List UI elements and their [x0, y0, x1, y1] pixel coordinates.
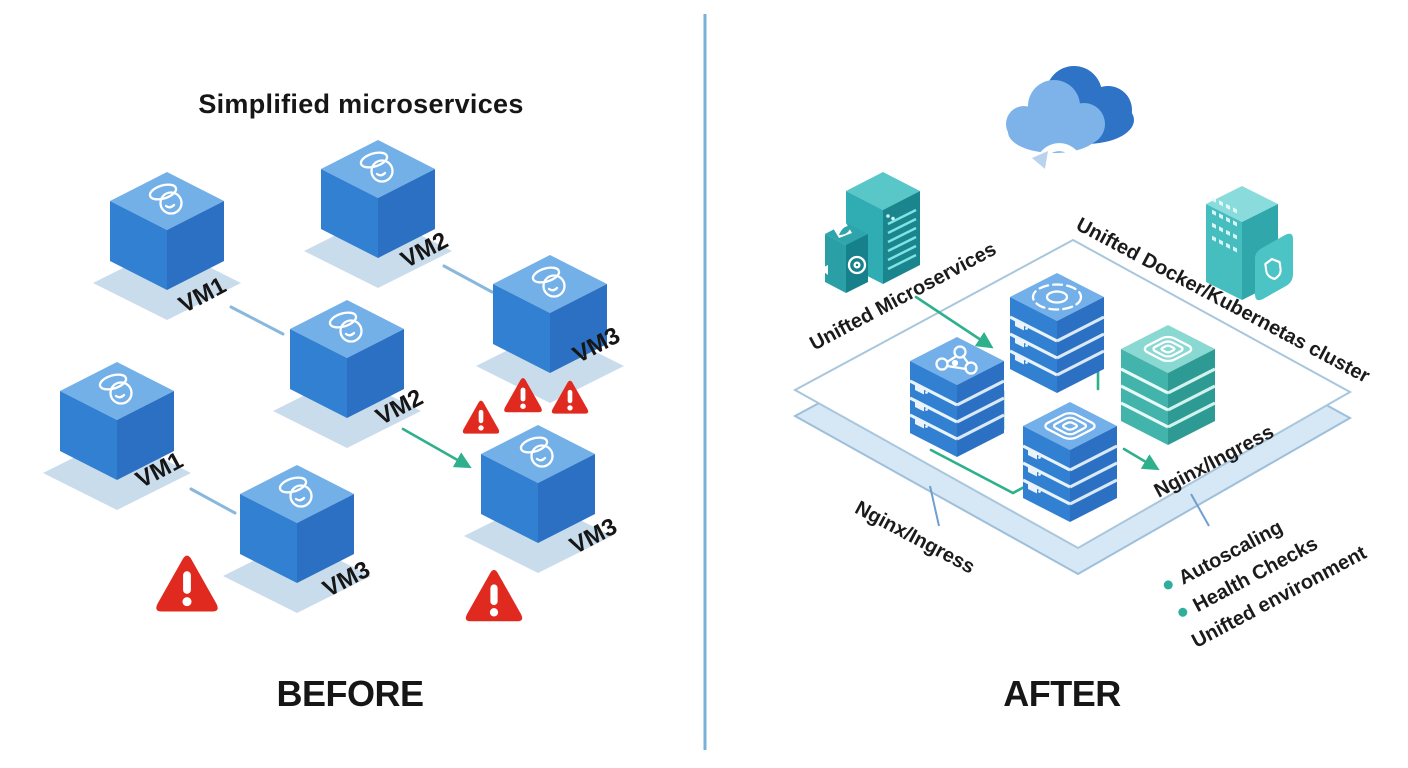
cluster-platform: [792, 238, 1353, 550]
cloud-sync-icon: [1006, 66, 1134, 192]
vm-cube: [302, 138, 454, 290]
cpu-chip-tower: [1021, 400, 1119, 524]
ingress-label-left: Nginx/Ingress: [851, 497, 978, 579]
alert-triangle-icon: [156, 555, 218, 612]
server-shield-box-icon: [820, 172, 920, 293]
after-caption: AFTER: [1003, 673, 1121, 714]
ingress-leader-right: [1190, 493, 1210, 527]
datacenter-shield-icon: [1206, 186, 1293, 301]
bullet-dot: [1163, 580, 1173, 590]
bullet-dot: [1178, 607, 1188, 617]
alert-triangle-icon: [462, 400, 500, 434]
before-title: Simplified microservices: [198, 89, 523, 119]
pod-server-tower: [1008, 271, 1106, 395]
before-caption: BEFORE: [276, 673, 423, 714]
alert-triangle-icon: [465, 570, 523, 622]
feature-list: Autoscaling Health Checks Unifted enviro…: [1163, 516, 1371, 653]
vm-cube: [41, 360, 193, 512]
layered-stack-tower: [1119, 323, 1217, 447]
ingress-leader-left: [929, 485, 940, 527]
service-mesh-tower: [908, 335, 1006, 459]
vm-links: [189, 264, 494, 515]
vm-cube: [271, 298, 423, 450]
failover-arrow: [401, 427, 472, 469]
